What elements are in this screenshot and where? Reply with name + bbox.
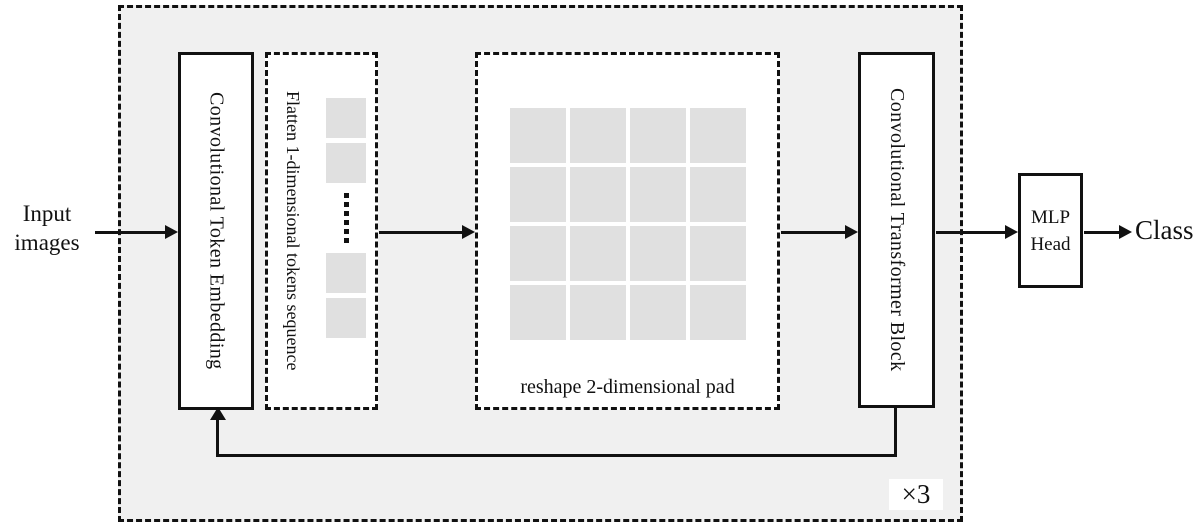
grid-cell [570,167,626,222]
dot [343,211,349,216]
arrowhead-right-icon [1119,225,1132,239]
input-images-label: Input images [14,201,80,255]
dot [343,202,349,207]
grid-cell [510,226,566,281]
arrowhead-right-icon [165,225,178,239]
tokens-column [317,55,375,407]
class-output-label: Class [1135,215,1194,245]
tokens-top [326,98,367,188]
pixel-grid [510,108,746,340]
arrowhead-right-icon [1005,225,1018,239]
arrow-reshape-to-transformer [781,225,858,239]
dot [343,193,349,198]
dot [343,238,349,243]
flatten-tokens-label: Flatten 1-dimensional tokens sequence [283,91,304,371]
grid-cell [630,167,686,222]
feedback-line-bottom [216,454,897,457]
grid-cell [630,226,686,281]
arrow-shaft [95,230,165,234]
arrow-flatten-to-reshape [379,225,475,239]
token-square [326,298,367,338]
arrowhead-right-icon [845,225,858,239]
token-square [326,253,367,293]
arrow-input-to-embedding [95,225,178,239]
dot [343,229,349,234]
arrow-shaft [781,230,845,234]
grid-cell [510,108,566,163]
tokens-ellipsis [343,188,349,248]
arrow-shaft [1084,230,1119,234]
arrowhead-up-icon [210,407,226,420]
grid-cell [690,167,746,222]
grid-cell [690,226,746,281]
feedback-line-left [216,419,219,456]
conv-transformer-block-label: Convolutional Transformer Block [886,88,908,372]
grid-cell [570,226,626,281]
grid-cell [630,285,686,340]
token-square [326,98,367,138]
grid-cell [690,108,746,163]
token-square [326,143,367,183]
grid-cell [510,167,566,222]
dot [343,220,349,225]
repeated-stage-container: Convolutional Token Embedding Flatten 1-… [118,5,963,522]
grid-cell [570,108,626,163]
reshape-pad-label: reshape 2-dimensional pad [520,376,735,398]
mlp-head-box: MLP Head [1018,173,1083,288]
arrow-shaft [936,230,1005,234]
grid-cell [630,108,686,163]
arrow-transformer-to-mlp [936,225,1018,239]
reshape-pad-box: reshape 2-dimensional pad [475,52,780,410]
arrowhead-right-icon [462,225,475,239]
conv-token-embedding-box: Convolutional Token Embedding [178,52,254,410]
feedback-line-right [894,408,897,457]
grid-cell [570,285,626,340]
tokens-bottom [326,253,367,343]
arrow-mlp-to-class [1084,225,1132,239]
repeat-count-badge: ×3 [889,479,943,510]
conv-transformer-block-box: Convolutional Transformer Block [858,52,935,408]
flatten-tokens-box: Flatten 1-dimensional tokens sequence [265,52,378,410]
flatten-label-wrap: Flatten 1-dimensional tokens sequence [268,55,317,407]
conv-token-embedding-label: Convolutional Token Embedding [205,92,228,370]
grid-cell [690,285,746,340]
arrow-shaft [379,230,462,234]
grid-cell [510,285,566,340]
